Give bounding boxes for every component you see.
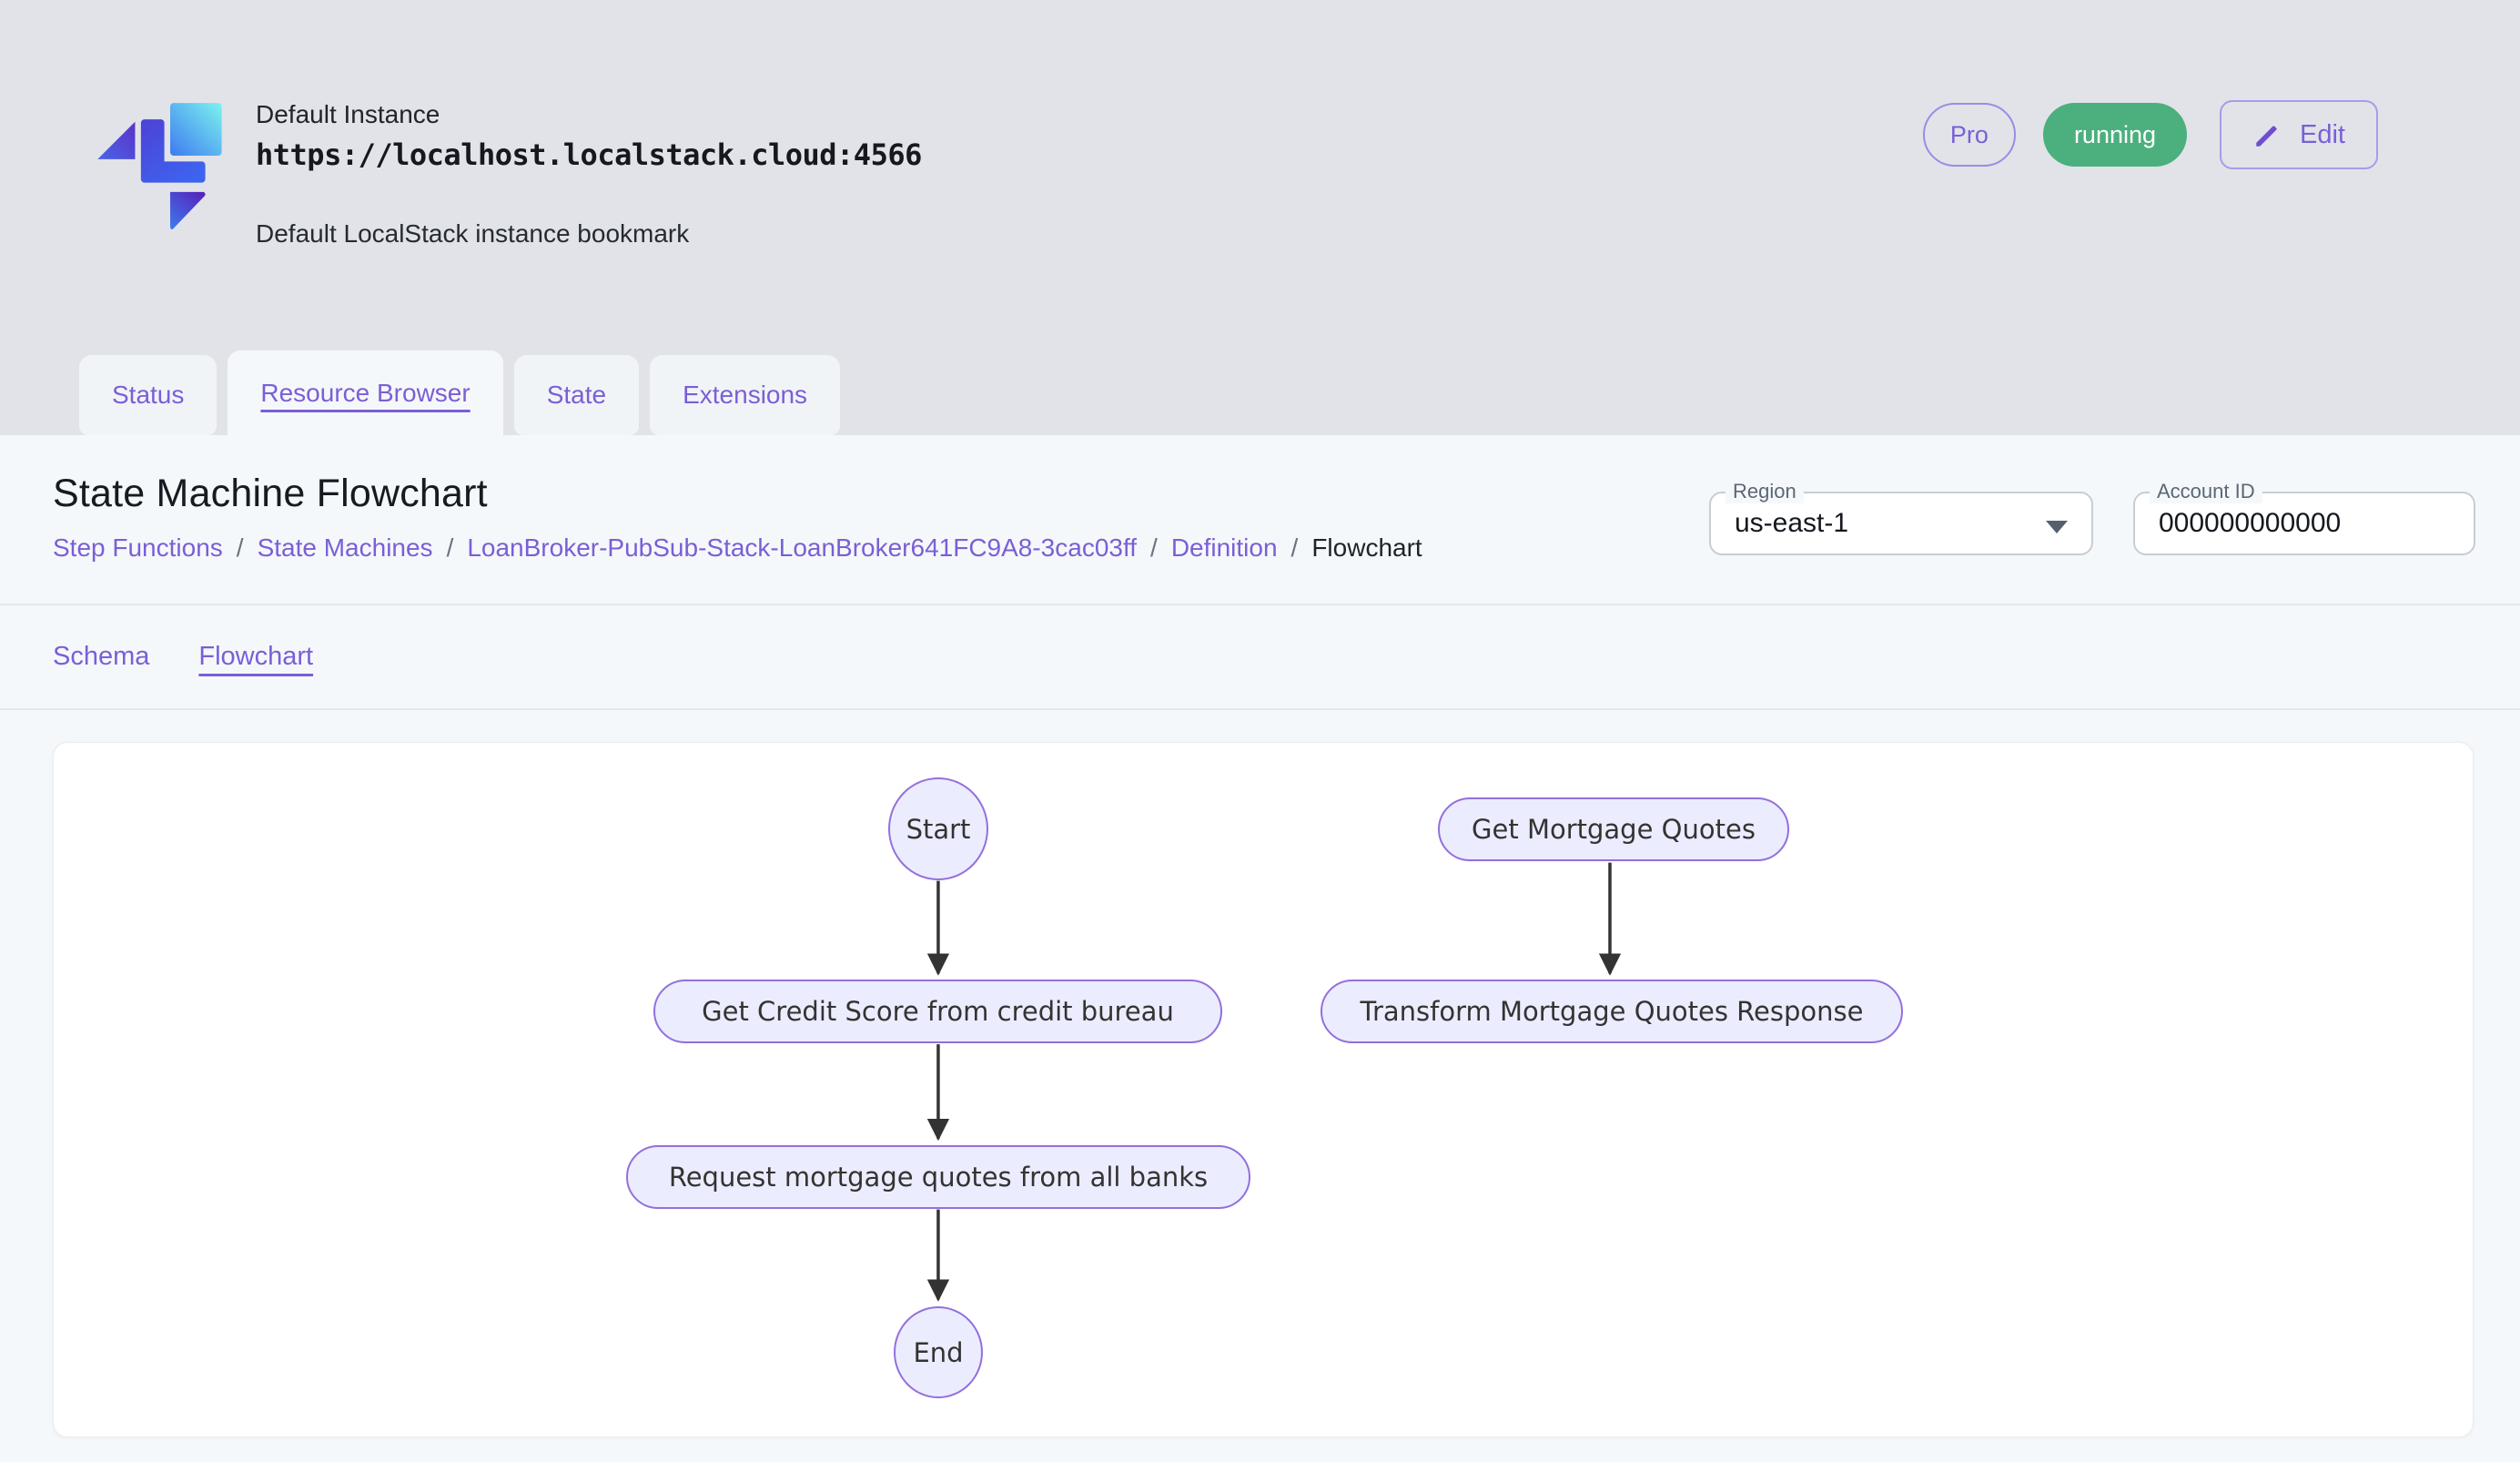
edit-button[interactable]: Edit: [2220, 100, 2378, 169]
edit-button-label: Edit: [2300, 119, 2345, 149]
flowchart-node-start: Start: [888, 777, 988, 880]
flowchart-card: Start Get Credit Score from credit burea…: [53, 742, 2474, 1437]
page-title: State Machine Flowchart: [53, 472, 488, 515]
breadcrumb-step-functions[interactable]: Step Functions: [53, 533, 223, 562]
breadcrumb-separator: /: [1150, 533, 1158, 562]
breadcrumb-separator: /: [446, 533, 454, 562]
instance-description: Default LocalStack instance bookmark: [256, 219, 690, 248]
pro-badge: Pro: [1922, 103, 2016, 167]
region-select[interactable]: Region us-east-1: [1709, 480, 2093, 555]
context-fields: Region us-east-1 Account ID: [1709, 480, 2475, 555]
tab-state[interactable]: State: [513, 355, 640, 435]
divider: [0, 708, 2520, 710]
account-id-label: Account ID: [2150, 480, 2262, 503]
main-tabbar: Status Resource Browser State Extensions: [79, 350, 841, 435]
subtab-flowchart[interactable]: Flowchart: [198, 642, 314, 671]
flowchart-node-get-mortgage-quotes: Get Mortgage Quotes: [1438, 797, 1789, 861]
app-header: Default Instance https://localhost.local…: [0, 0, 2520, 435]
breadcrumb-state-machine-name[interactable]: LoanBroker-PubSub-Stack-LoanBroker641FC9…: [467, 533, 1138, 562]
breadcrumb-state-machines[interactable]: State Machines: [257, 533, 433, 562]
breadcrumb-separator: /: [1290, 533, 1299, 562]
region-label: Region: [1726, 480, 1804, 503]
flowchart-node-get-credit-score: Get Credit Score from credit bureau: [653, 980, 1222, 1043]
flowchart-edges: [926, 862, 1622, 1302]
account-id-field: Account ID: [2133, 480, 2475, 555]
divider: [0, 604, 2520, 605]
subtab-schema[interactable]: Schema: [53, 642, 150, 671]
flowchart-node-end: End: [894, 1306, 983, 1398]
tab-resource-browser[interactable]: Resource Browser: [228, 350, 503, 435]
tab-extensions[interactable]: Extensions: [650, 355, 841, 435]
breadcrumb: Step Functions / State Machines / LoanBr…: [53, 533, 1422, 563]
breadcrumb-separator: /: [236, 533, 244, 562]
localstack-logo-icon: [97, 103, 222, 229]
header-badges: Pro running Edit: [1922, 100, 2378, 169]
instance-info: Default Instance https://localhost.local…: [77, 82, 922, 249]
tab-status[interactable]: Status: [79, 355, 218, 435]
page-head: State Machine Flowchart Step Functions /…: [0, 435, 2520, 604]
account-id-input[interactable]: [2135, 493, 2474, 553]
instance-name: Default Instance: [256, 100, 440, 128]
breadcrumb-definition[interactable]: Definition: [1170, 533, 1278, 562]
instance-url: https://localhost.localstack.cloud:4566: [256, 137, 922, 172]
subtab-row: Schema Flowchart: [0, 605, 2520, 708]
breadcrumb-current: Flowchart: [1311, 533, 1422, 562]
flowchart-node-request-quotes: Request mortgage quotes from all banks: [626, 1145, 1250, 1209]
flowchart-node-transform-response: Transform Mortgage Quotes Response: [1321, 980, 1903, 1043]
region-value: us-east-1: [1735, 508, 1849, 538]
status-badge: running: [2042, 103, 2188, 167]
resource-browser-panel: State Machine Flowchart Step Functions /…: [0, 435, 2520, 1462]
pencil-icon: [2256, 126, 2277, 147]
chevron-down-icon: [2046, 521, 2068, 533]
